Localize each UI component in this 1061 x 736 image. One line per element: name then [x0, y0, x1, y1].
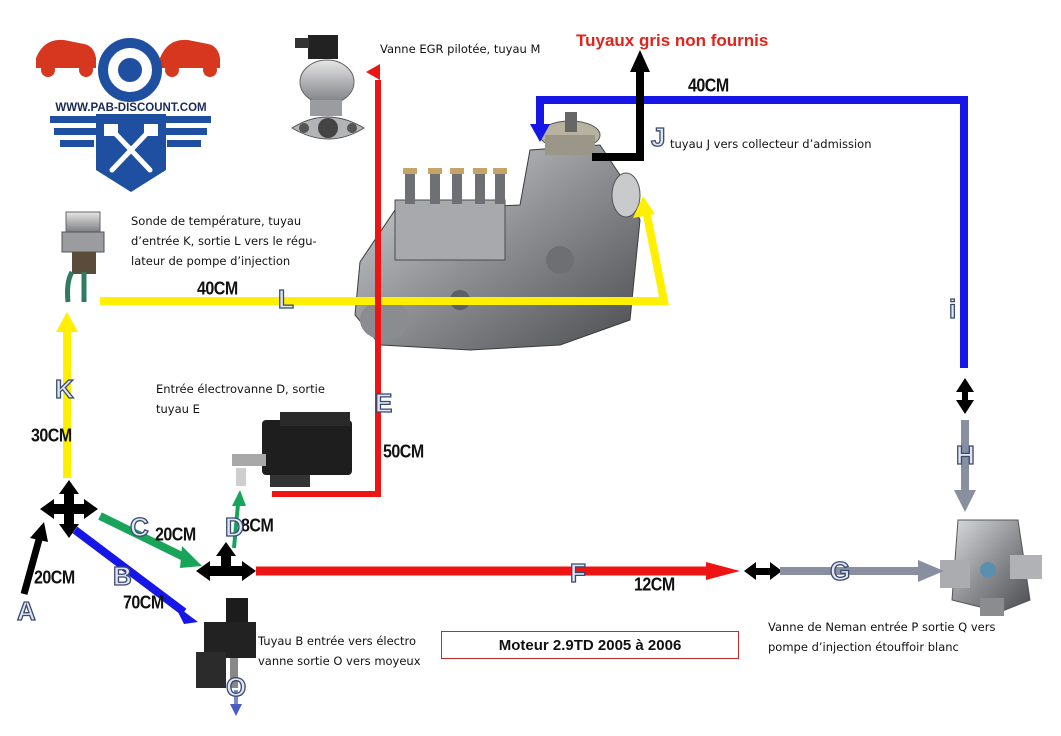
length-f: 12CM — [634, 575, 675, 596]
tube-b — [72, 526, 187, 616]
arrow-o-head — [230, 704, 242, 716]
tube-a — [20, 535, 44, 595]
letter-g: G — [829, 555, 851, 586]
arrow-j-head — [530, 124, 550, 142]
solenoid-valve-o-image — [196, 598, 256, 688]
grey-pipe-not-supplied — [592, 70, 644, 161]
t-junction-center — [196, 542, 256, 581]
arrow-d-head — [232, 490, 246, 506]
letter-b: B — [112, 560, 132, 591]
note-electrovanne-line1: Entrée électrovanne D, sortie — [156, 382, 325, 396]
cross-junction-left — [40, 480, 98, 538]
letter-c: C — [129, 511, 149, 542]
tube-i-j — [536, 96, 968, 368]
title-text: Moteur 2.9TD 2005 à 2006 — [498, 636, 682, 654]
arrow-h-head — [954, 490, 976, 512]
injection-pump-image — [354, 112, 641, 351]
tube-l — [100, 209, 669, 305]
length-top: 40CM — [688, 76, 729, 97]
length-l: 40CM — [197, 279, 238, 300]
note-neman-line1: Vanne de Neman entrée P sortie Q vers — [768, 620, 996, 634]
note-egr: Vanne EGR pilotée, tuyau M — [380, 42, 541, 56]
letter-h: H — [955, 439, 975, 470]
warning-text: Tuyaux gris non fournis — [576, 31, 769, 50]
arrow-g-head — [918, 560, 944, 582]
solenoid-valve-d-image — [232, 412, 352, 487]
tire-icon — [98, 38, 162, 102]
connector-f-g — [744, 562, 782, 580]
logo-site-url: WWW.PAB-DISCOUNT.COM — [55, 102, 207, 114]
letter-a: A — [16, 595, 36, 626]
arrow-f-head — [706, 562, 740, 580]
arrow-l-head — [633, 196, 655, 218]
arrow-warning-head — [630, 50, 650, 72]
letter-e: E — [374, 387, 393, 418]
red-car-right-icon — [160, 39, 220, 68]
letter-i: i — [948, 293, 957, 324]
letter-d: D — [224, 511, 244, 542]
tube-d — [232, 503, 240, 549]
note-tuyau-b-line1: Tuyau B entrée vers électro — [258, 634, 417, 648]
note-sonde-line3: lateur de pompe d’injection — [131, 254, 291, 268]
arrow-m-head — [366, 64, 380, 80]
neman-valve-image — [940, 519, 1042, 616]
tube-e-m — [272, 80, 381, 497]
letter-k: K — [54, 373, 74, 404]
egr-valve-image — [291, 35, 365, 140]
letter-l: L — [277, 283, 294, 314]
red-car-left-icon — [36, 39, 96, 68]
length-d: 8CM — [241, 516, 274, 537]
length-e: 50CM — [383, 442, 424, 463]
pab-discount-logo — [36, 38, 220, 192]
letter-f: F — [569, 557, 586, 588]
pistons-wrench-icon — [109, 127, 153, 173]
title-box: Moteur 2.9TD 2005 à 2006 — [441, 631, 739, 659]
arrow-a-head — [30, 522, 48, 542]
length-b: 70CM — [123, 593, 164, 614]
letter-j: J — [650, 121, 666, 152]
temperature-sensor-image — [61, 211, 105, 303]
note-electrovanne-line2: tuyau E — [156, 402, 200, 416]
arrow-k-head — [56, 312, 78, 332]
length-k: 30CM — [31, 426, 72, 447]
arrow-c-head — [180, 546, 202, 568]
length-c: 20CM — [155, 525, 196, 546]
note-neman-line2: pompe d’injection étouffoir blanc — [768, 640, 959, 654]
note-sonde-line2: d’entrée K, sortie L vers le régu- — [131, 234, 317, 248]
arrow-b-head — [174, 604, 198, 624]
tube-c — [98, 512, 192, 564]
letter-o: O — [225, 671, 247, 702]
note-tuyau-j: tuyau J vers collecteur d’admission — [670, 137, 872, 151]
length-a: 20CM — [34, 568, 75, 589]
connector-i-h — [956, 378, 974, 414]
note-sonde-line1: Sonde de température, tuyau — [131, 214, 302, 228]
note-tuyau-b-line2: vanne sortie O vers moyeux — [258, 654, 421, 668]
